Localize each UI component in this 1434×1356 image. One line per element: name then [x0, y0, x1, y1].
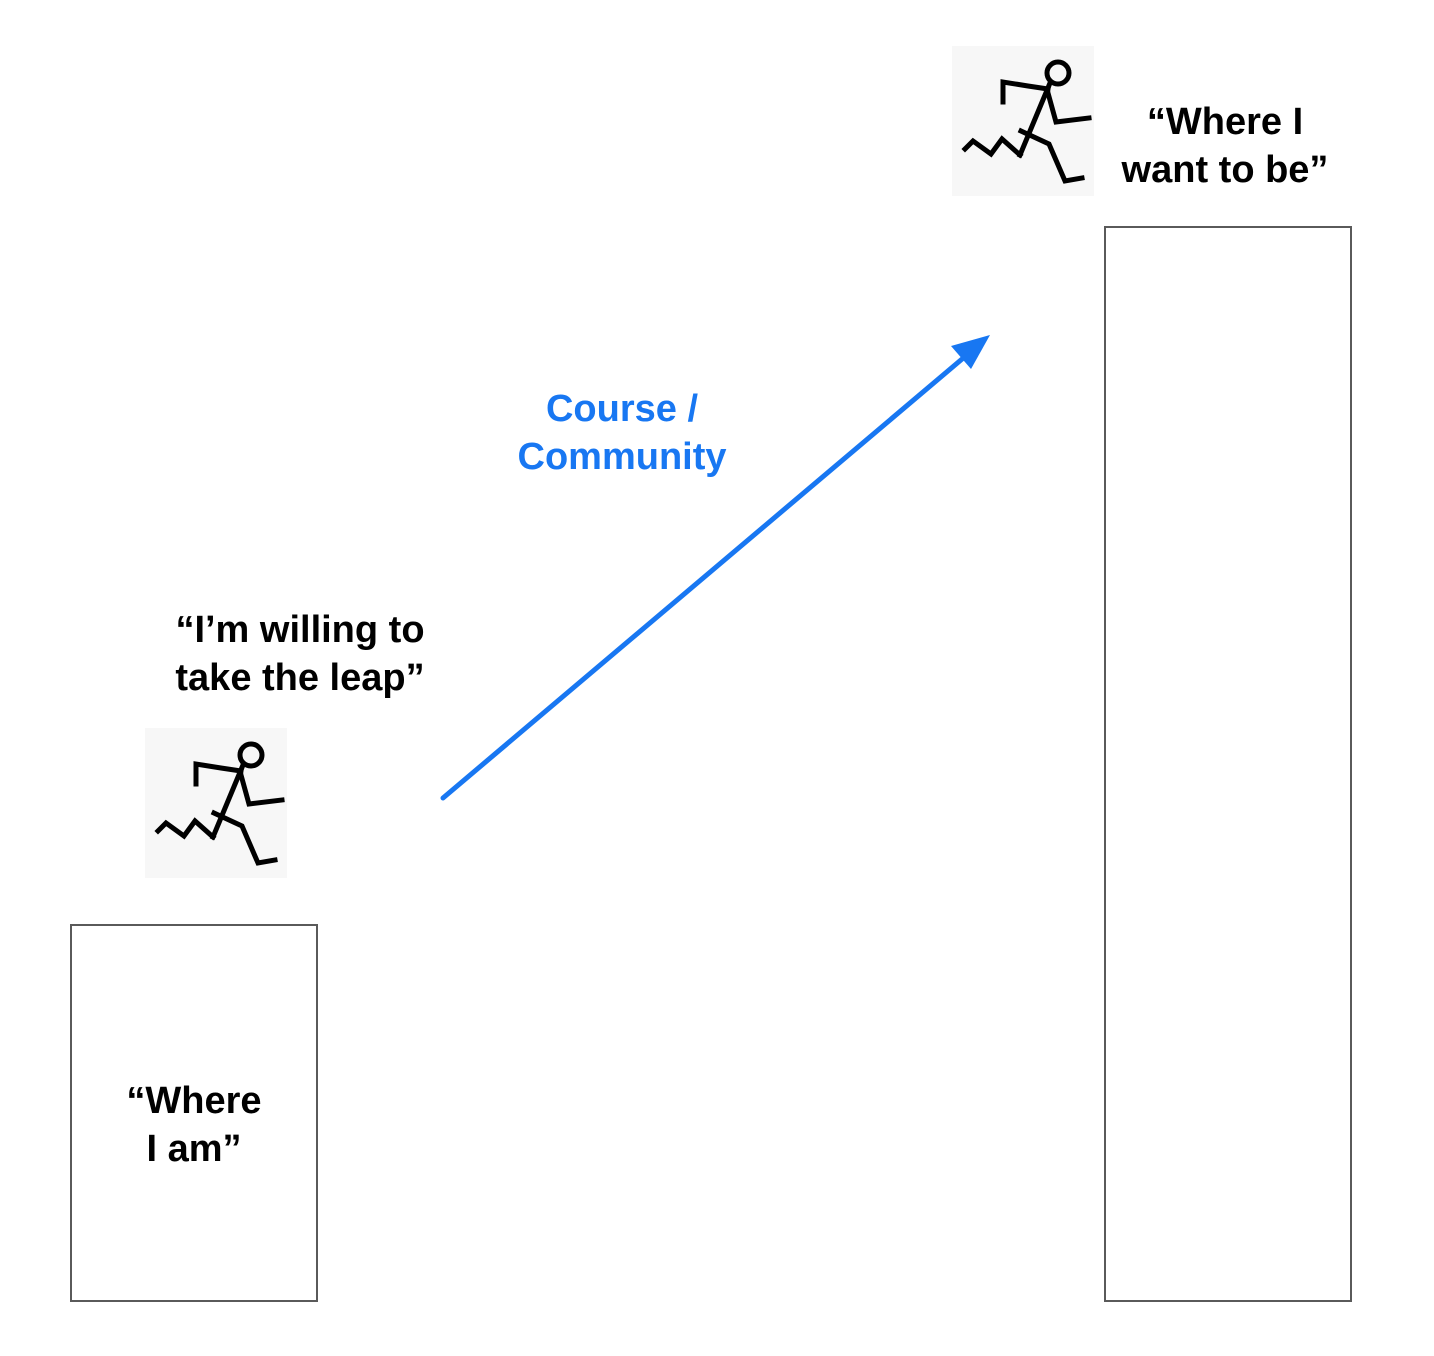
- where-i-am-box: [70, 924, 318, 1302]
- course-community-label: Course / Community: [490, 385, 754, 481]
- course-line-1: Course /: [545, 388, 699, 430]
- arrow-head: [951, 335, 990, 369]
- where-i-want-to-be-box: [1104, 226, 1352, 1302]
- runner-right-icon: [961, 59, 1092, 184]
- runner-left-icon: [154, 741, 285, 866]
- where-i-am-label: “Where I am”: [70, 1077, 318, 1173]
- willing-line-1: “I’m willing to: [175, 609, 425, 651]
- where-i-am-line-2: I am”: [146, 1128, 242, 1170]
- willing-line-2: take the leap”: [175, 657, 425, 699]
- willing-to-leap-label: “I’m willing to take the leap”: [140, 606, 460, 702]
- course-line-2: Community: [517, 436, 727, 478]
- want-line-2: want to be”: [1121, 149, 1329, 191]
- where-i-am-line-1: “Where: [126, 1080, 262, 1122]
- want-line-1: “Where I: [1146, 101, 1304, 143]
- arrow-shaft: [440, 351, 971, 801]
- progress-arrow: [440, 335, 990, 801]
- where-i-want-to-be-label: “Where I want to be”: [1100, 98, 1350, 194]
